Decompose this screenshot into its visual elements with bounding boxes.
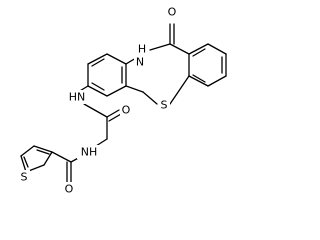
- benzene-ring-left: [87, 53, 144, 97]
- amide-linker: [66, 85, 122, 183]
- ring-nitrogen-label: N: [136, 56, 144, 69]
- thiazepine-ring: [125, 23, 190, 105]
- benzene-ring-right: [188, 43, 227, 87]
- amide-nh-label: HN: [69, 91, 86, 104]
- atom-labels: O H N S HN O NH O S: [18, 5, 178, 196]
- ring-sulfur-label: S: [161, 99, 168, 112]
- thiophene-sulfur-label: S: [21, 171, 28, 184]
- ring-h-label: H: [138, 43, 146, 56]
- oxygen-ketone-label: O: [168, 6, 177, 19]
- molecule-structure: O H N S HN O NH O S: [18, 5, 227, 196]
- amide-oxygen-label: O: [122, 104, 131, 117]
- thiophene-ring: [20, 145, 72, 173]
- second-amide-oxygen-label: O: [65, 183, 74, 196]
- second-amide-nh-label: NH: [81, 146, 98, 159]
